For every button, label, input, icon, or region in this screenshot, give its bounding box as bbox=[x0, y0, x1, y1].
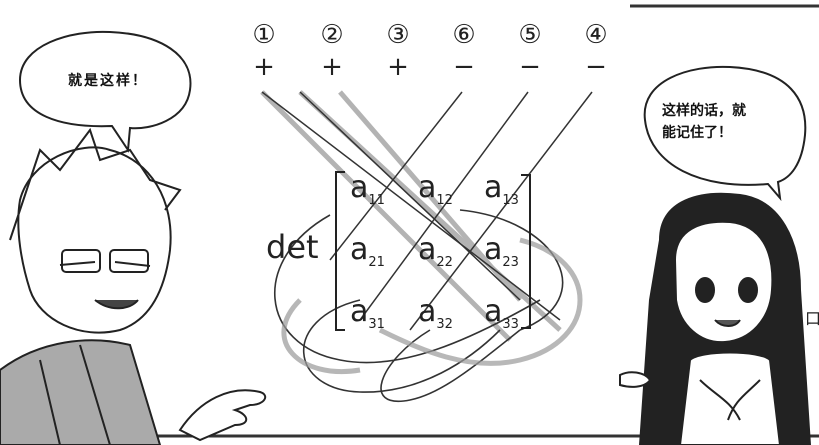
matrix-entry-a12: a12 bbox=[418, 170, 453, 208]
column-sign-6: − bbox=[585, 52, 607, 82]
column-number-5: ⑤ bbox=[518, 20, 542, 50]
det-label: det bbox=[266, 228, 319, 266]
column-number-1: ① bbox=[252, 20, 276, 50]
matrix-entry-a21: a21 bbox=[350, 232, 385, 270]
column-sign-3: + bbox=[387, 52, 409, 82]
left-character bbox=[0, 127, 267, 445]
matrix-entry-a32: a32 bbox=[418, 294, 453, 332]
positive-diagonals bbox=[260, 90, 562, 342]
left-speech-bubble bbox=[18, 30, 192, 153]
matrix-entry-a13: a13 bbox=[484, 170, 519, 208]
column-sign-4: − bbox=[453, 52, 475, 82]
right-speech-bubble bbox=[643, 65, 807, 202]
edge-glyph: 口 bbox=[805, 309, 819, 328]
column-number-4: ⑥ bbox=[452, 20, 476, 50]
matrix-brackets bbox=[335, 171, 531, 331]
column-number-2: ② bbox=[320, 20, 344, 50]
column-number-6: ④ bbox=[584, 20, 608, 50]
matrix-entry-a31: a31 bbox=[350, 294, 385, 332]
negative-diagonals bbox=[261, 91, 593, 331]
right-bubble-text: 这样的话，就 能记住了！ bbox=[662, 103, 746, 142]
matrix-entry-a11: a11 bbox=[350, 170, 385, 208]
column-number-3: ③ bbox=[386, 20, 410, 50]
column-sign-5: − bbox=[519, 52, 541, 82]
wrap-loops-gray bbox=[281, 237, 583, 374]
right-character bbox=[619, 192, 812, 445]
column-sign-1: + bbox=[253, 52, 275, 82]
matrix-entry-a22: a22 bbox=[418, 232, 453, 270]
left-bubble-text: 就是这样！ bbox=[68, 73, 148, 89]
matrix-entry-a23: a23 bbox=[484, 232, 519, 270]
matrix-entry-a33: a33 bbox=[484, 294, 519, 332]
column-sign-2: + bbox=[321, 52, 343, 82]
